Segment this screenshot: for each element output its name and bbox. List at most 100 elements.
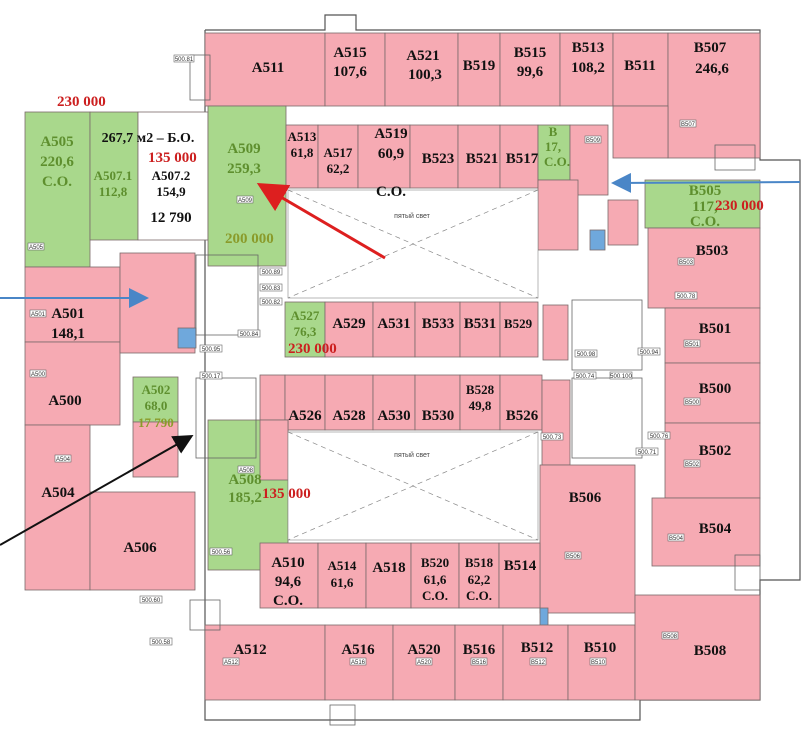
svg-text:B503: B503	[679, 260, 694, 266]
svg-text:B508: B508	[663, 634, 678, 640]
label-B531: B531	[464, 316, 497, 332]
blue-block-top	[589, 229, 606, 251]
area-A519: 60,9	[378, 146, 404, 162]
label-B523: B523	[422, 151, 455, 167]
label-A527: A527	[291, 308, 320, 323]
label-B511: B511	[624, 58, 656, 74]
label-A508: A508	[228, 472, 261, 488]
room-tags: 500.81 500.95 500.17 500.84 500.89 500.8…	[27, 54, 701, 666]
svg-text:B500: B500	[685, 400, 700, 406]
room-B502[interactable]	[664, 422, 761, 499]
svg-text:B502: B502	[685, 462, 700, 468]
room-B513[interactable]	[559, 32, 614, 107]
room-B501[interactable]	[664, 307, 761, 364]
room-A529[interactable]	[324, 301, 374, 358]
label-A514: A514	[328, 558, 357, 573]
room-B514[interactable]	[498, 542, 541, 609]
area-B518: 62,2	[468, 572, 491, 587]
label-A526: A526	[288, 408, 322, 424]
label-B514: B514	[504, 558, 537, 574]
svg-text:B501: B501	[685, 342, 700, 348]
room-A504[interactable]	[24, 424, 91, 591]
label-B513: B513	[572, 40, 605, 56]
label-B507: B507	[694, 40, 727, 56]
room-B507[interactable]	[667, 32, 761, 159]
label-B517: B517	[506, 151, 539, 167]
room-A531[interactable]	[372, 301, 416, 358]
label-A507-1: A507.1	[94, 168, 133, 183]
svg-text:500.81: 500.81	[175, 57, 194, 63]
area-A502: 68,0	[145, 398, 168, 413]
svg-text:B516: B516	[472, 660, 487, 666]
room-A505[interactable]	[24, 111, 91, 268]
room-B506[interactable]	[539, 464, 636, 614]
area-A517: 62,2	[327, 161, 350, 176]
area-B515: 99,6	[517, 64, 544, 80]
label-B508: B508	[694, 643, 727, 659]
room-A507-1[interactable]	[89, 111, 139, 241]
svg-text:A504: A504	[56, 457, 71, 463]
area-A508: 185,2	[228, 490, 262, 506]
room-A513[interactable]	[285, 124, 319, 189]
room-B503[interactable]	[647, 227, 761, 309]
label-A510: A510	[271, 555, 304, 571]
svg-text:500.56: 500.56	[212, 550, 231, 556]
room-A526[interactable]	[284, 374, 326, 431]
label-B501: B501	[699, 321, 732, 337]
label-B519: B519	[463, 58, 496, 74]
price-6: 17 790	[138, 415, 174, 430]
label-B533: B533	[422, 316, 455, 332]
room-B533[interactable]	[414, 301, 461, 358]
label-B-small: B	[549, 124, 558, 139]
room-B505[interactable]	[644, 179, 761, 229]
label-A500: A500	[48, 393, 81, 409]
room-B530[interactable]	[414, 374, 461, 431]
room-A507-2[interactable]	[137, 111, 209, 241]
room-B522-stack	[541, 379, 571, 466]
label-B529: B529	[504, 316, 533, 331]
svg-text:500.73: 500.73	[543, 435, 562, 441]
svg-text:A500: A500	[31, 372, 46, 378]
label-A506: A506	[123, 540, 157, 556]
room-A515[interactable]	[324, 32, 386, 107]
room-A519[interactable]	[357, 124, 411, 189]
area-A514: 61,6	[331, 575, 354, 590]
blue-block-left	[177, 327, 197, 349]
room-B500[interactable]	[664, 362, 761, 424]
room-A528[interactable]	[324, 374, 374, 431]
room-A517[interactable]	[317, 124, 359, 189]
room-B527	[542, 304, 569, 361]
room-B531[interactable]	[459, 301, 501, 358]
room-B517[interactable]	[499, 124, 539, 189]
label-A530: A530	[377, 408, 410, 424]
svg-text:A501: A501	[31, 312, 46, 318]
label-B520: B520	[421, 555, 449, 570]
arrow-red	[256, 182, 386, 260]
svg-text:500.71: 500.71	[638, 450, 657, 456]
room-A500[interactable]	[24, 341, 121, 426]
label-A502: A502	[142, 382, 171, 397]
label-B526: B526	[506, 408, 539, 424]
area-A507-2: 154,9	[156, 184, 186, 199]
room-B529[interactable]	[499, 301, 539, 358]
so-B-small: С.О.	[544, 154, 570, 169]
svg-text:500.94: 500.94	[640, 350, 659, 356]
room-A521[interactable]	[384, 32, 459, 107]
room-B523[interactable]	[409, 124, 459, 189]
room-B521[interactable]	[457, 124, 501, 189]
svg-text:500.74: 500.74	[576, 374, 595, 380]
room-B508[interactable]	[634, 594, 761, 701]
label-B512: B512	[521, 640, 554, 656]
room-A502[interactable]	[132, 376, 179, 423]
area-A509: 259,3	[227, 161, 261, 177]
area-A515: 107,6	[333, 64, 367, 80]
room-B518[interactable]	[458, 542, 500, 609]
svg-text:B504: B504	[669, 536, 684, 542]
room-A506[interactable]	[89, 491, 196, 591]
room-A501[interactable]	[24, 266, 121, 343]
room-A527[interactable]	[284, 301, 326, 358]
so-A519: С.О.	[376, 184, 406, 200]
room-B520[interactable]	[410, 542, 460, 609]
price-5: 230 000	[288, 341, 337, 357]
svg-text:B506: B506	[566, 554, 581, 560]
